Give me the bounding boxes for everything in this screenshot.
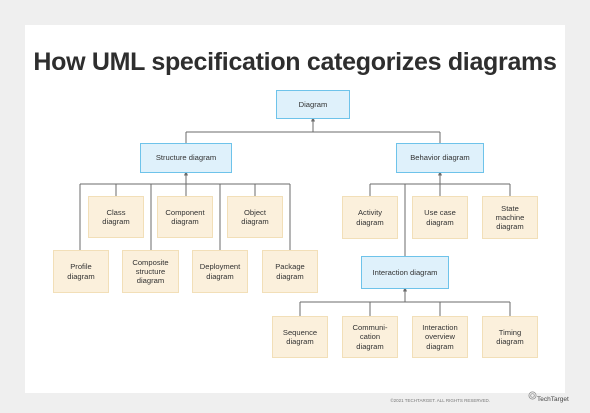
node-composite-structure-diagram: Composite structure diagram	[122, 250, 179, 293]
node-use-case-diagram: Use case diagram	[412, 196, 468, 239]
node-behavior-diagram: Behavior diagram	[396, 143, 484, 173]
techtarget-logo-icon	[528, 391, 537, 400]
node-structure-diagram: Structure diagram	[140, 143, 232, 173]
node-interaction-diagram: Interaction diagram	[361, 256, 449, 289]
copyright-footer: ©2021 TECHTARGET. ALL RIGHTS RESERVED.	[390, 398, 490, 403]
node-interaction-overview-diagram: Interaction overview diagram	[412, 316, 468, 358]
node-object-diagram: Object diagram	[227, 196, 283, 238]
node-timing-diagram: Timing diagram	[482, 316, 538, 358]
node-component-diagram: Component diagram	[157, 196, 213, 238]
node-package-diagram: Package diagram	[262, 250, 318, 293]
node-sequence-diagram: Sequence diagram	[272, 316, 328, 358]
node-class-diagram: Class diagram	[88, 196, 144, 238]
brand-name: TechTarget	[537, 396, 569, 403]
node-diagram: Diagram	[276, 90, 350, 119]
node-deployment-diagram: Deployment diagram	[192, 250, 248, 293]
page-title: How UML specification categorizes diagra…	[33, 48, 557, 76]
node-state-machine-diagram: State machine diagram	[482, 196, 538, 239]
node-profile-diagram: Profile diagram	[53, 250, 109, 293]
node-communication-diagram: Communi- cation diagram	[342, 316, 398, 358]
node-activity-diagram: Activity diagram	[342, 196, 398, 239]
